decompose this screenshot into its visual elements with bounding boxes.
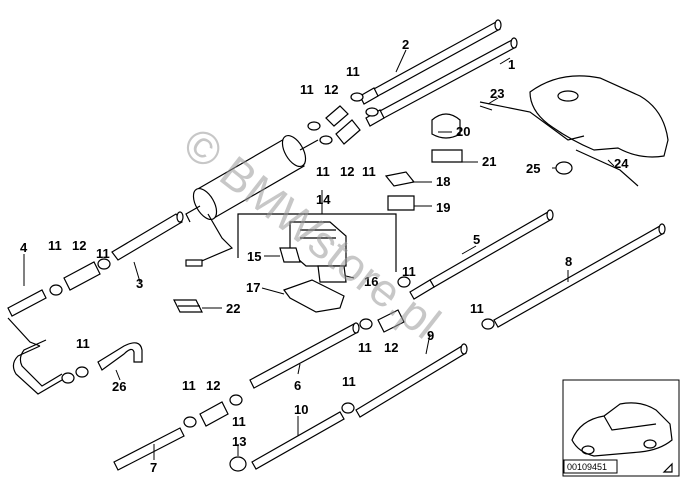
- callout-11-f: 11: [96, 246, 110, 261]
- callout-23: 23: [490, 86, 504, 101]
- callout-12-c: 12: [72, 238, 86, 253]
- clip-16[interactable]: [317, 265, 347, 283]
- clip-18[interactable]: [384, 171, 416, 187]
- clamp-11-b[interactable]: [319, 135, 333, 145]
- fuel-line-1[interactable]: [365, 37, 518, 127]
- fuel-line-8[interactable]: [493, 223, 666, 328]
- callout-15: 15: [247, 249, 261, 264]
- hose-26[interactable]: [97, 342, 143, 371]
- callout-20: 20: [456, 124, 470, 139]
- clamp-11-26[interactable]: [75, 366, 89, 378]
- fuel-line-10[interactable]: [251, 411, 345, 470]
- callout-24: 24: [614, 156, 629, 171]
- callout-5: 5: [473, 232, 480, 247]
- callout-9: 9: [427, 328, 434, 343]
- plate-17[interactable]: [283, 279, 345, 313]
- clamp-11-a[interactable]: [307, 121, 321, 131]
- callout-8: 8: [565, 254, 572, 269]
- nut-25[interactable]: [555, 161, 573, 175]
- fuel-line-4[interactable]: [7, 289, 47, 347]
- callout-11-k: 11: [182, 378, 196, 393]
- bracket-group-box: [237, 213, 397, 272]
- bent-line-left[interactable]: [12, 339, 75, 395]
- callout-19: 19: [436, 200, 450, 215]
- bracket-14[interactable]: [289, 221, 347, 267]
- clip-21[interactable]: [431, 149, 463, 163]
- clamp-11-c[interactable]: [350, 92, 364, 102]
- fuel-tank[interactable]: [529, 75, 669, 158]
- clamp-11-7b[interactable]: [229, 394, 243, 406]
- callout-7: 7: [150, 460, 157, 475]
- callout-21: 21: [482, 154, 496, 169]
- fuel-filter[interactable]: [185, 132, 319, 267]
- callout-3: 3: [136, 276, 143, 291]
- clamp-11-left-b[interactable]: [97, 258, 111, 270]
- clamp-11-5[interactable]: [397, 276, 411, 288]
- callout-2: 2: [402, 37, 409, 52]
- callout-10: 10: [294, 402, 308, 417]
- fuel-line-7[interactable]: [113, 427, 185, 471]
- callout-6: 6: [294, 378, 301, 393]
- callout-4: 4: [20, 240, 28, 255]
- clip-22[interactable]: [173, 299, 203, 313]
- hose-12-upper-a[interactable]: [325, 105, 349, 127]
- clamp-13[interactable]: [229, 456, 247, 472]
- callout-14: 14: [316, 192, 331, 207]
- diagram-code: 00109451: [567, 462, 607, 472]
- leader-lines: [23, 49, 615, 460]
- callout-22: 22: [226, 301, 240, 316]
- callout-25: 25: [526, 161, 540, 176]
- callout-11-j: 11: [76, 336, 90, 351]
- clamp-11-left-a[interactable]: [49, 284, 63, 296]
- callout-17: 17: [246, 280, 260, 295]
- callout-labels: 1 2 3 4 5 6 7 8 9 10 11 11 11 11 11 11 1…: [20, 37, 629, 475]
- clamp-11-d[interactable]: [365, 107, 379, 117]
- callout-11-h: 11: [470, 301, 484, 316]
- callout-11-i: 11: [358, 340, 372, 355]
- callout-13: 13: [232, 434, 246, 449]
- clamp-11-6[interactable]: [359, 318, 373, 330]
- hose-12-bottom[interactable]: [199, 401, 229, 427]
- fuel-line-9[interactable]: [355, 343, 468, 418]
- callout-11-m: 11: [342, 374, 356, 389]
- callout-11-a: 11: [300, 82, 314, 97]
- clip-19[interactable]: [387, 195, 415, 211]
- strap-23[interactable]: [479, 101, 585, 141]
- callout-11-d: 11: [362, 164, 376, 179]
- callout-11-b: 11: [346, 64, 360, 79]
- car-thumbnail: 00109451: [562, 379, 680, 477]
- callout-11-e: 11: [48, 238, 62, 253]
- hose-12-mid[interactable]: [377, 309, 405, 333]
- callout-11-g: 11: [402, 264, 416, 279]
- callout-12-a: 12: [324, 82, 338, 97]
- hose-12-left[interactable]: [63, 261, 101, 291]
- fuel-line-5[interactable]: [409, 209, 554, 300]
- watermark: © BMWstore.pl: [174, 117, 450, 349]
- callout-12-b: 12: [340, 164, 354, 179]
- fuel-line-2[interactable]: [359, 19, 502, 105]
- hose-3[interactable]: [111, 211, 184, 261]
- hose-12-upper-b[interactable]: [335, 119, 361, 145]
- callout-11-c: 11: [316, 164, 330, 179]
- clamp-11-8[interactable]: [481, 318, 495, 330]
- clamp-11-7a[interactable]: [183, 416, 197, 428]
- callout-11-l: 11: [232, 414, 246, 429]
- fuel-line-6[interactable]: [249, 322, 360, 389]
- callout-18: 18: [436, 174, 450, 189]
- clip-15[interactable]: [279, 247, 301, 263]
- clamp-11-10[interactable]: [341, 402, 355, 414]
- callout-12-e: 12: [206, 378, 220, 393]
- strap-24[interactable]: [575, 149, 639, 187]
- callout-16: 16: [364, 274, 378, 289]
- callout-1: 1: [508, 57, 515, 72]
- callout-26: 26: [112, 379, 126, 394]
- corner-marker-icon: [662, 462, 673, 473]
- callout-12-d: 12: [384, 340, 398, 355]
